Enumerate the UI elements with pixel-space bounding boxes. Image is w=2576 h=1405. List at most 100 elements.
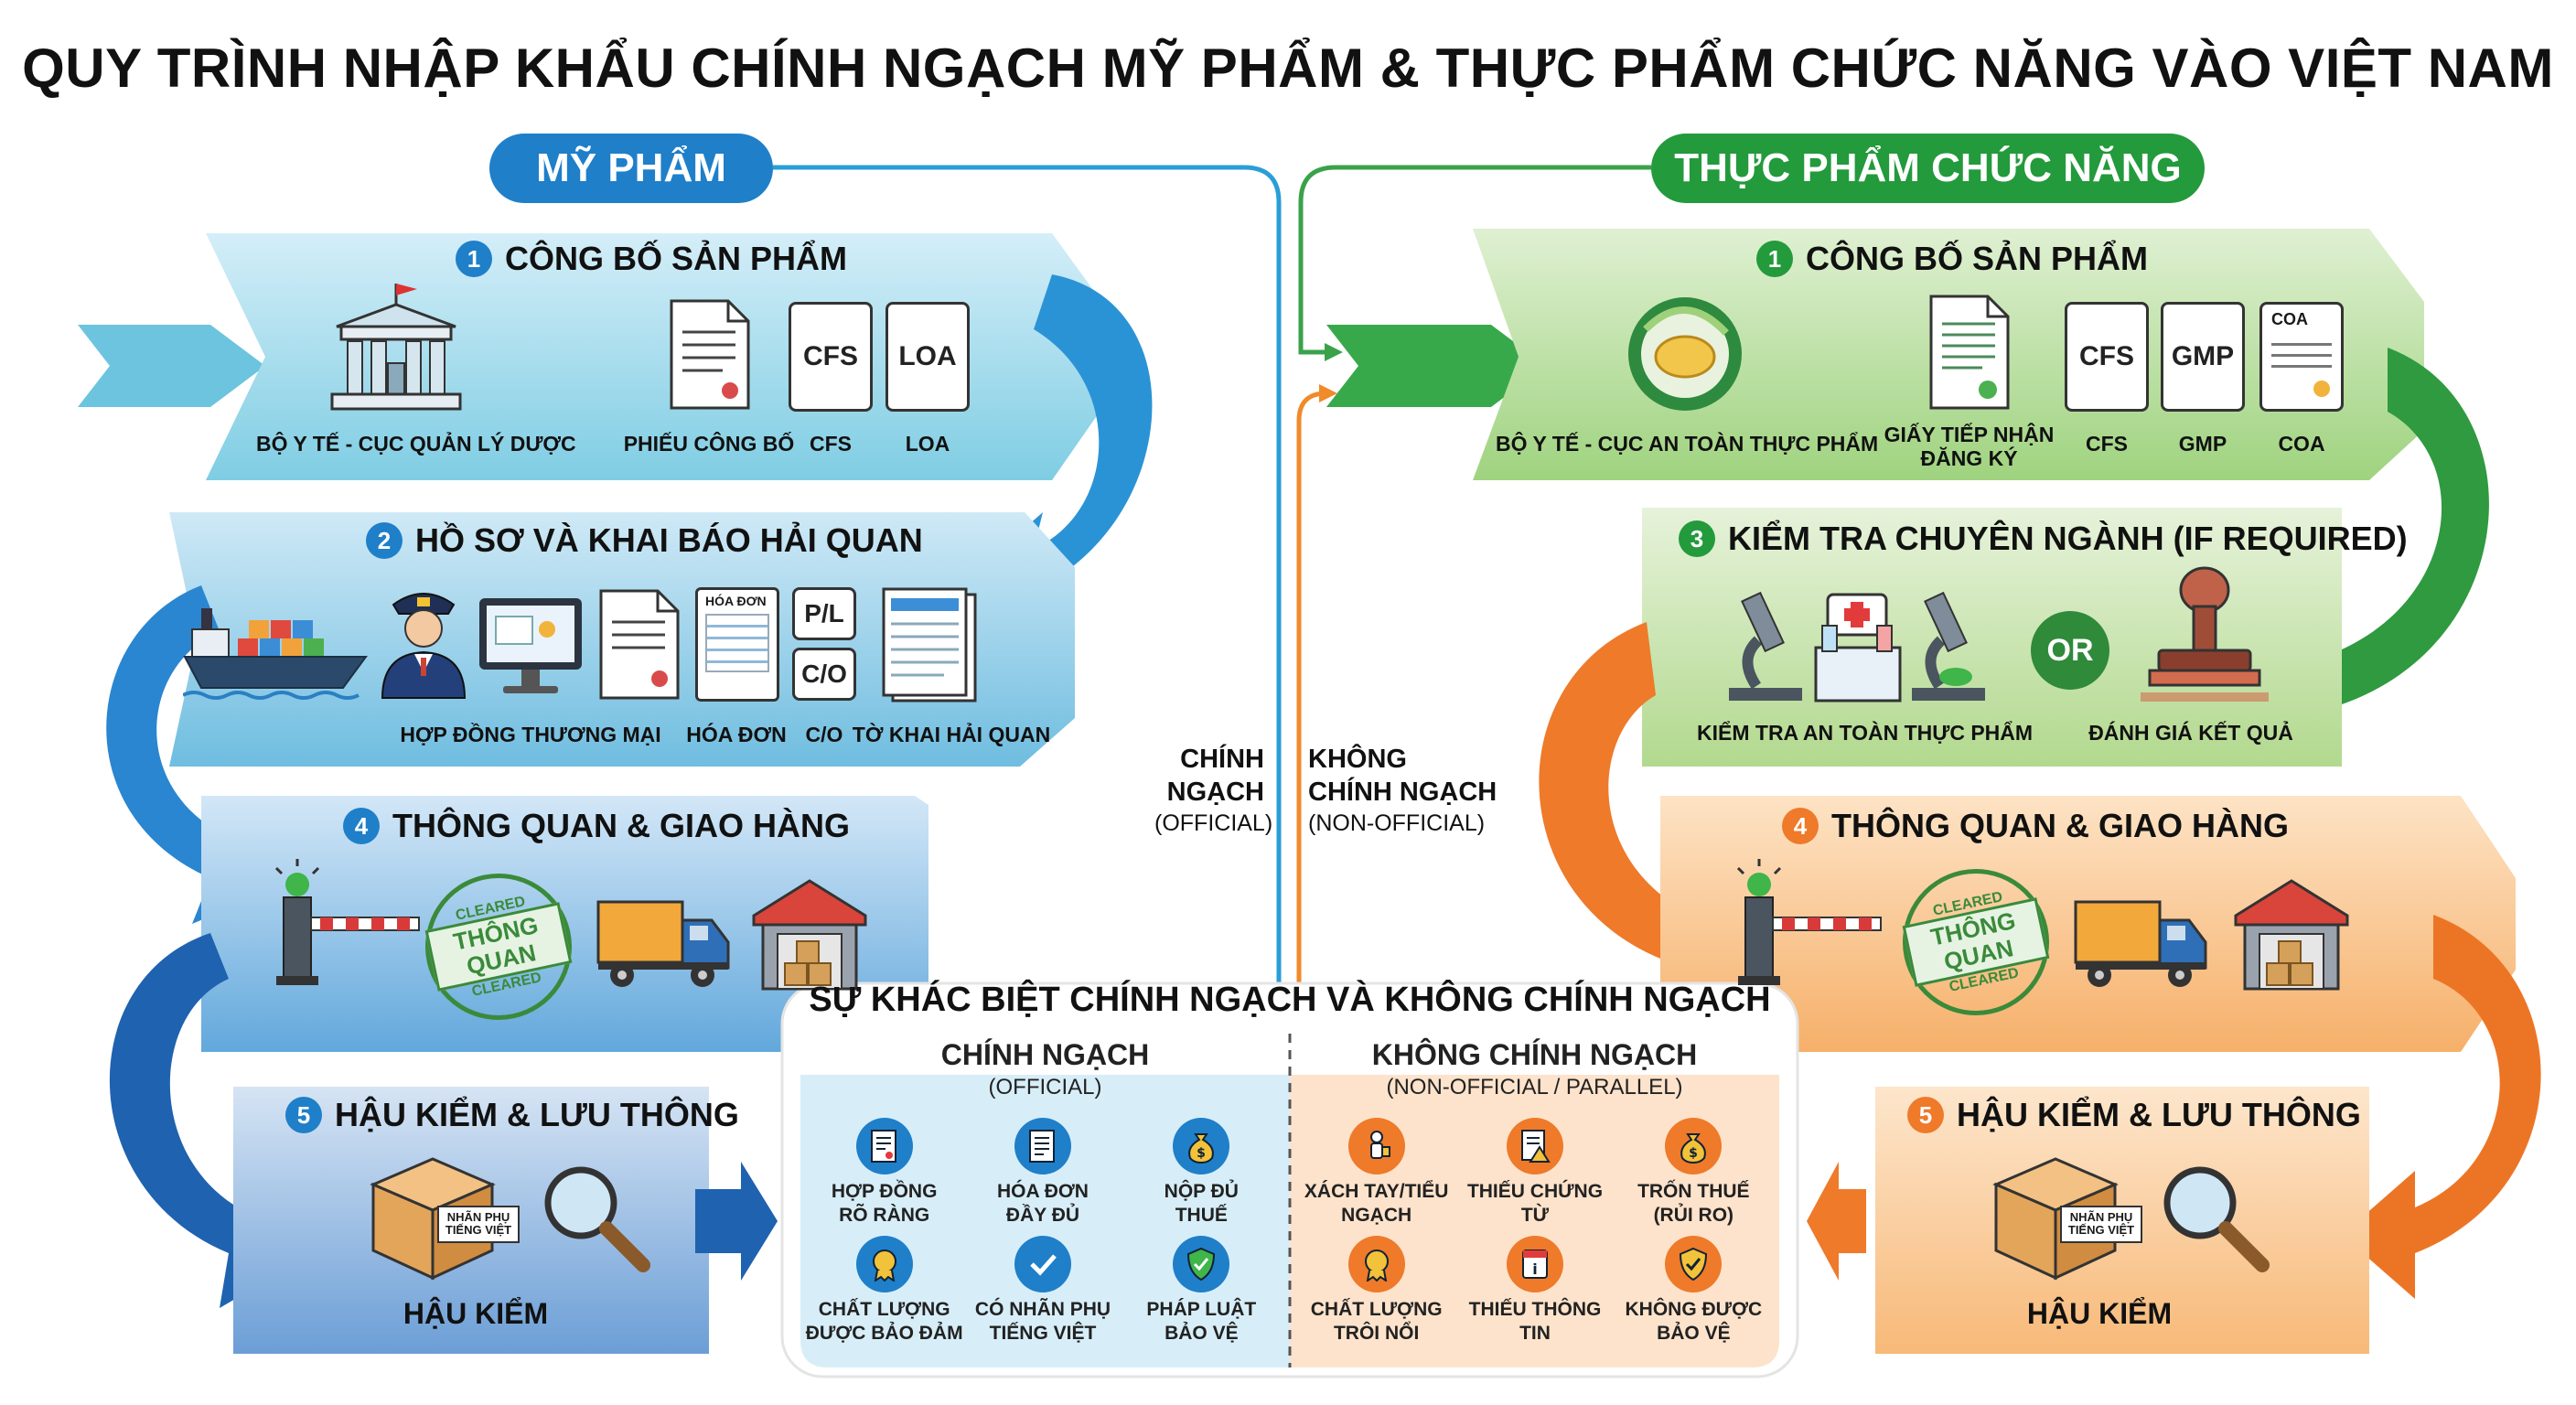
official-item-label: CHẤT LƯỢNG ĐƯỢC BẢO ĐẢM <box>805 1298 963 1344</box>
invoice-tag: HÓA ĐƠN <box>705 594 767 608</box>
packing-list-icon: P/L <box>792 587 856 640</box>
non-official-route-text: KHÔNG CHÍNH NGẠCH <box>1308 745 1497 808</box>
right-s3-label-evaluation: ĐÁNH GIÁ KẾT QUẢ <box>2088 721 2293 745</box>
left-s2-label-declaration: TỜ KHAI HẢI QUAN <box>852 723 1051 746</box>
left-s1-label-ministry: BỘ Y TẾ - CỤC QUẢN LÝ DƯỢC <box>256 432 576 456</box>
non-official-item: KHÔNG ĐƯỢC BẢO VỆ <box>1615 1235 1773 1346</box>
vietnamese-label-tag: NHÃN PHỤ TIẾNG VIỆT <box>2060 1206 2142 1243</box>
official-item: $ NỘP ĐỦ THUẾ <box>1122 1118 1281 1228</box>
step-title-text: HỒ SƠ VÀ KHAI BÁO HẢI QUAN <box>415 521 923 559</box>
non-official-heading: KHÔNG CHÍNH NGẠCH <box>1371 1038 1698 1071</box>
info-icon: i <box>1506 1235 1563 1292</box>
customs-officer-icon <box>381 593 467 699</box>
step-number-badge: 1 <box>1756 241 1793 277</box>
delivery-truck-icon <box>596 900 730 987</box>
step-number-badge: 5 <box>1907 1097 1944 1133</box>
coa-document-icon: COA <box>2259 302 2344 412</box>
left-s5-caption: HẬU KIỂM <box>402 1297 549 1330</box>
left-s1-label-cfs: CFS <box>810 432 852 456</box>
left-s1-label-loa: LOA <box>905 432 950 456</box>
right-s1-label-gmp: GMP <box>2178 432 2227 456</box>
right-step4-title: 4 THÔNG QUAN & GIAO HÀNG <box>1782 807 2289 845</box>
non-official-item-label: KHÔNG ĐƯỢC BẢO VỆ <box>1625 1298 1763 1344</box>
svg-text:$: $ <box>1197 1146 1206 1161</box>
non-official-subheading: (NON-OFFICIAL / PARALLEL) <box>1386 1075 1683 1099</box>
page-title: QUY TRÌNH NHẬP KHẨU CHÍNH NGẠCH MỸ PHẨM … <box>22 38 2554 99</box>
official-item-label: HỢP ĐỒNG RÕ RÀNG <box>831 1181 938 1227</box>
lab-testing-icon <box>1729 591 1985 702</box>
step-number-badge: 4 <box>343 808 380 844</box>
cargo-ship-icon <box>183 608 368 700</box>
non-official-item-label: THIẾU CHỨNG TỪ <box>1466 1181 1604 1227</box>
right-step3-title: 3 KIỂM TRA CHUYÊN NGÀNH (IF REQUIRED) <box>1679 520 2408 558</box>
invoice-icon <box>1014 1118 1071 1174</box>
step-number-badge: 4 <box>1782 808 1819 844</box>
non-official-item: CHẤT LƯỢNG TRÔI NỔI <box>1297 1235 1455 1346</box>
official-route-sub: (OFFICIAL) <box>1154 810 1273 836</box>
official-route-label: CHÍNH NGẠCH (OFFICIAL) <box>1154 743 1273 838</box>
non-official-route-sub: (NON-OFFICIAL) <box>1308 810 1486 836</box>
non-official-item: i THIẾU THÔNG TIN <box>1455 1235 1614 1346</box>
official-heading: CHÍNH NGẠCH <box>940 1038 1150 1071</box>
coa-tag: COA <box>2271 310 2308 328</box>
non-official-item: THIẾU CHỨNG TỪ <box>1455 1118 1614 1228</box>
microscope-left <box>1729 591 1802 701</box>
left-s2-label-co: C/O <box>805 723 843 746</box>
customs-declaration-icon <box>882 587 977 702</box>
official-item: HỢP ĐỒNG RÕ RÀNG <box>805 1118 963 1228</box>
cfs-document-icon: CFS <box>789 302 873 412</box>
rubber-stamp-icon <box>2141 566 2269 702</box>
official-item: CÓ NHÃN PHỤ TIẾNG VIỆT <box>963 1235 1122 1346</box>
microscope-right <box>1912 591 1985 701</box>
step-title-text: CÔNG BỐ SẢN PHẨM <box>1806 240 2149 277</box>
non-official-item: $ TRỐN THUẾ (RỦI RO) <box>1615 1118 1773 1228</box>
contract-icon <box>855 1118 913 1174</box>
non-official-route-label: KHÔNG CHÍNH NGẠCH (NON-OFFICIAL) <box>1308 743 1509 838</box>
vietnamese-label-tag: NHÃN PHỤ TIẾNG VIỆT <box>437 1206 520 1243</box>
official-item: PHÁP LUẬT BẢO VỆ <box>1122 1235 1281 1346</box>
left-s1-label-form: PHIẾU CÔNG BỐ <box>623 432 795 456</box>
or-badge: OR <box>2031 611 2109 690</box>
warehouse-icon <box>2234 879 2349 991</box>
right-s3-label-food-test: KIỂM TRA AN TOÀN THỰC PHẨM <box>1697 721 2034 745</box>
customs-barrier-icon <box>1736 859 1882 985</box>
contract-document-icon <box>599 589 680 700</box>
official-item: CHẤT LƯỢNG ĐƯỢC BẢO ĐẢM <box>805 1235 963 1346</box>
package-box-icon <box>1992 1157 2119 1281</box>
official-item-label: NỘP ĐỦ THUẾ <box>1164 1181 1239 1227</box>
right-step1-title: 1 CÔNG BỐ SẢN PHẨM <box>1756 240 2148 278</box>
document-warning-icon <box>1506 1118 1563 1174</box>
left-s2-label-invoice: HÓA ĐƠN <box>686 723 787 746</box>
quality-badge-icon <box>1347 1235 1405 1292</box>
food-safety-logo-icon <box>1628 297 1742 411</box>
left-step4-title: 4 THÔNG QUAN & GIAO HÀNG <box>343 807 850 845</box>
svg-text:i: i <box>1532 1260 1537 1278</box>
certificate-origin-icon: C/O <box>792 648 856 701</box>
official-item-label: PHÁP LUẬT BẢO VỆ <box>1146 1298 1257 1344</box>
non-official-item-label: THIẾU THÔNG TIN <box>1468 1298 1602 1344</box>
non-official-item-label: TRỐN THUẾ (RỦI RO) <box>1637 1181 1750 1227</box>
step-title-text: THÔNG QUAN & GIAO HÀNG <box>392 807 850 844</box>
government-building-icon <box>330 284 462 411</box>
loa-document-icon: LOA <box>886 302 970 412</box>
left-s2-label-contract: HỢP ĐỒNG THƯƠNG MẠI <box>400 723 661 746</box>
step-number-badge: 5 <box>285 1097 322 1133</box>
delivery-truck-icon <box>2074 900 2207 987</box>
right-s1-label-coa: COA <box>2278 432 2325 456</box>
shield-check-icon <box>1173 1235 1230 1292</box>
step-number-badge: 3 <box>1679 520 1715 557</box>
official-item: HÓA ĐƠN ĐẦY ĐỦ <box>963 1118 1122 1228</box>
cfs-document-icon: CFS <box>2065 302 2149 412</box>
right-step5-title: 5 HẬU KIỂM & LƯU THÔNG <box>1907 1096 2361 1134</box>
non-official-item-label: CHẤT LƯỢNG TRÔI NỔI <box>1310 1298 1443 1344</box>
non-official-grid: XÁCH TAY/TIỂU NGẠCH THIẾU CHỨNG TỪ $ TRỐ… <box>1297 1118 1773 1346</box>
left-step1-title: 1 CÔNG BỐ SẢN PHẨM <box>456 240 847 278</box>
step-title-text: CÔNG BỐ SẢN PHẨM <box>505 240 848 277</box>
money-bag-icon: $ <box>1173 1118 1230 1174</box>
warehouse-icon <box>752 879 867 991</box>
registration-certificate-icon <box>1929 295 2010 410</box>
magnifier-icon <box>2163 1166 2270 1272</box>
official-subheading: (OFFICIAL) <box>988 1075 1102 1099</box>
right-s1-label-registration: GIẤY TIẾP NHẬN ĐĂNG KÝ <box>1884 423 2055 471</box>
compare-title: SỰ KHÁC BIỆT CHÍNH NGẠCH VÀ KHÔNG CHÍNH … <box>809 981 1771 1019</box>
